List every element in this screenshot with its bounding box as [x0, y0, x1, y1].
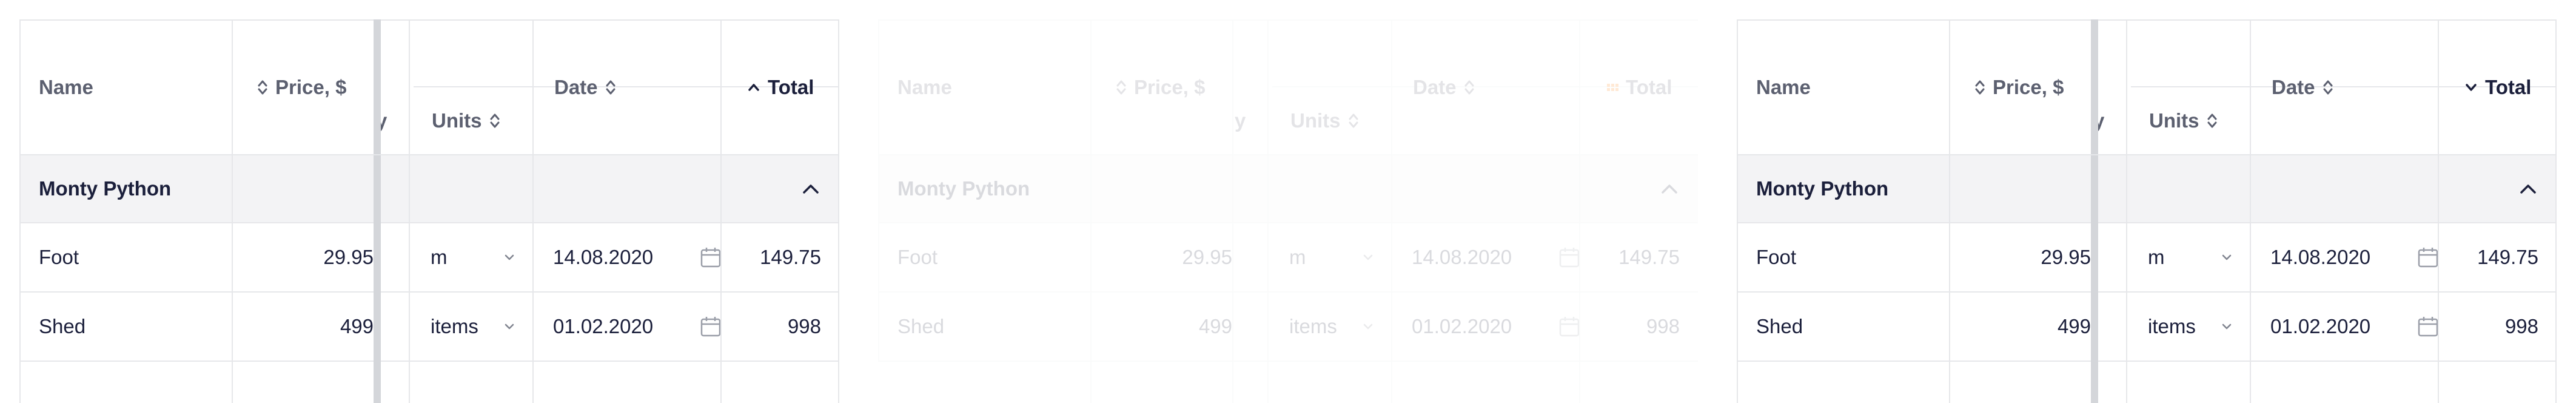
- date-input[interactable]: 01.02.2020: [2270, 293, 2440, 361]
- calendar-icon[interactable]: [2416, 314, 2440, 339]
- cell-name: Shed: [1756, 315, 1803, 337]
- sort-icon: [606, 80, 615, 95]
- table-panel-loading: Name Price, $ y Units Date Total Monty P…: [878, 19, 1698, 403]
- table-header: Name Price, $ y Units Date Total: [878, 19, 1698, 155]
- column-header-units[interactable]: Units: [432, 87, 500, 154]
- chevron-down-icon: [505, 254, 514, 260]
- table-row-partial: [19, 362, 839, 403]
- date-input[interactable]: 14.08.2020: [553, 223, 723, 291]
- column-header-units[interactable]: Units: [2149, 87, 2218, 154]
- units-select[interactable]: m: [2148, 223, 2251, 291]
- loader-icon: [1607, 84, 1618, 91]
- chevron-down-icon: [2222, 254, 2232, 260]
- group-title: Monty Python: [39, 177, 172, 200]
- column-header-name[interactable]: Name: [39, 76, 93, 98]
- sort-icon: [1349, 113, 1358, 128]
- sort-icon: [258, 80, 267, 95]
- sort-icon: [2207, 113, 2216, 128]
- table-row: Foot 29.95 m 14.08.2020 149.75: [1737, 223, 2557, 293]
- chevron-down-icon: [2466, 84, 2477, 91]
- column-header-date[interactable]: Date: [2272, 21, 2333, 154]
- units-select[interactable]: m: [431, 223, 534, 291]
- date-input[interactable]: 01.02.2020: [1412, 293, 1581, 361]
- table-row: Shed 499 items 01.02.2020 998: [878, 293, 1698, 362]
- cell-name: Shed: [897, 315, 945, 337]
- table-row: Shed 499 items 01.02.2020 998: [19, 293, 839, 362]
- sort-icon: [1975, 80, 1985, 95]
- cell-name: Foot: [897, 246, 938, 268]
- chevron-down-icon: [1363, 254, 1373, 260]
- table-panel-sorted-descending: Name Price, $ y Units Date Total Monty P…: [1737, 19, 2557, 403]
- group-row[interactable]: Monty Python: [19, 154, 839, 223]
- cell-total: 149.75: [2477, 246, 2538, 268]
- column-header-date[interactable]: Date: [554, 21, 616, 154]
- sort-icon: [1464, 80, 1474, 95]
- sort-icon: [2323, 80, 2333, 95]
- chevron-up-icon[interactable]: [800, 180, 821, 198]
- chevron-up-icon[interactable]: [2518, 180, 2538, 198]
- table-header: Name Price, $ y Units Date Total: [1737, 19, 2557, 155]
- group-row[interactable]: Monty Python: [878, 154, 1698, 223]
- table-panel-sorted-ascending: Name Price, $ y Units Date Total Monty P…: [19, 19, 839, 403]
- column-header-price[interactable]: Price, $: [1974, 21, 2064, 154]
- table-row-partial: [1737, 362, 2557, 403]
- calendar-icon[interactable]: [1557, 245, 1581, 269]
- column-header-date[interactable]: Date: [1413, 21, 1475, 154]
- date-input[interactable]: 01.02.2020: [553, 293, 723, 361]
- cell-name: Foot: [1756, 246, 1797, 268]
- column-header-total[interactable]: Total: [747, 21, 814, 154]
- chevron-down-icon: [1363, 323, 1373, 330]
- cell-name: Shed: [39, 315, 86, 337]
- cell-total: 998: [1646, 315, 1680, 337]
- column-header-quantity-partial: y: [1235, 109, 1246, 132]
- calendar-icon[interactable]: [2416, 245, 2440, 269]
- table-row: Foot 29.95 m 14.08.2020 149.75: [19, 223, 839, 293]
- cell-price: 499: [1198, 315, 1232, 337]
- chevron-down-icon: [2222, 323, 2232, 330]
- sort-icon: [490, 113, 499, 128]
- cell-price: 29.95: [1182, 246, 1232, 268]
- calendar-icon[interactable]: [1557, 314, 1581, 339]
- column-header-price[interactable]: Price, $: [1116, 21, 1205, 154]
- table-row: Shed 499 items 01.02.2020 998: [1737, 293, 2557, 362]
- column-header-name[interactable]: Name: [897, 76, 952, 98]
- chevron-down-icon: [505, 323, 514, 330]
- column-dividers: [19, 19, 839, 403]
- column-dividers: [1737, 19, 2557, 403]
- group-title: Monty Python: [1756, 177, 1889, 200]
- column-header-name[interactable]: Name: [1756, 76, 1811, 98]
- cell-total: 998: [787, 315, 821, 337]
- cell-total: 149.75: [760, 246, 821, 268]
- column-header-total[interactable]: Total: [2464, 21, 2531, 154]
- column-header-total[interactable]: Total: [1607, 21, 1672, 154]
- group-title: Monty Python: [897, 177, 1030, 200]
- units-select[interactable]: m: [1289, 223, 1392, 291]
- cell-name: Foot: [39, 246, 79, 268]
- column-header-units[interactable]: Units: [1290, 87, 1359, 154]
- cell-total: 998: [2504, 315, 2538, 337]
- column-dividers: [878, 19, 1698, 403]
- cell-price: 29.95: [2041, 246, 2091, 268]
- cell-total: 149.75: [1618, 246, 1680, 268]
- date-input[interactable]: 14.08.2020: [1412, 223, 1581, 291]
- cell-price: 499: [2057, 315, 2091, 337]
- chevron-up-icon: [748, 84, 759, 91]
- cell-price: 499: [340, 315, 374, 337]
- cell-price: 29.95: [323, 246, 374, 268]
- units-select[interactable]: items: [2148, 293, 2251, 361]
- column-header-price[interactable]: Price, $: [257, 21, 346, 154]
- date-input[interactable]: 14.08.2020: [2270, 223, 2440, 291]
- calendar-icon[interactable]: [699, 314, 723, 339]
- units-select[interactable]: items: [1289, 293, 1392, 361]
- chevron-up-icon[interactable]: [1659, 180, 1680, 198]
- table-row: Foot 29.95 m 14.08.2020 149.75: [878, 223, 1698, 293]
- units-select[interactable]: items: [431, 293, 534, 361]
- sort-icon: [1116, 80, 1126, 95]
- calendar-icon[interactable]: [699, 245, 723, 269]
